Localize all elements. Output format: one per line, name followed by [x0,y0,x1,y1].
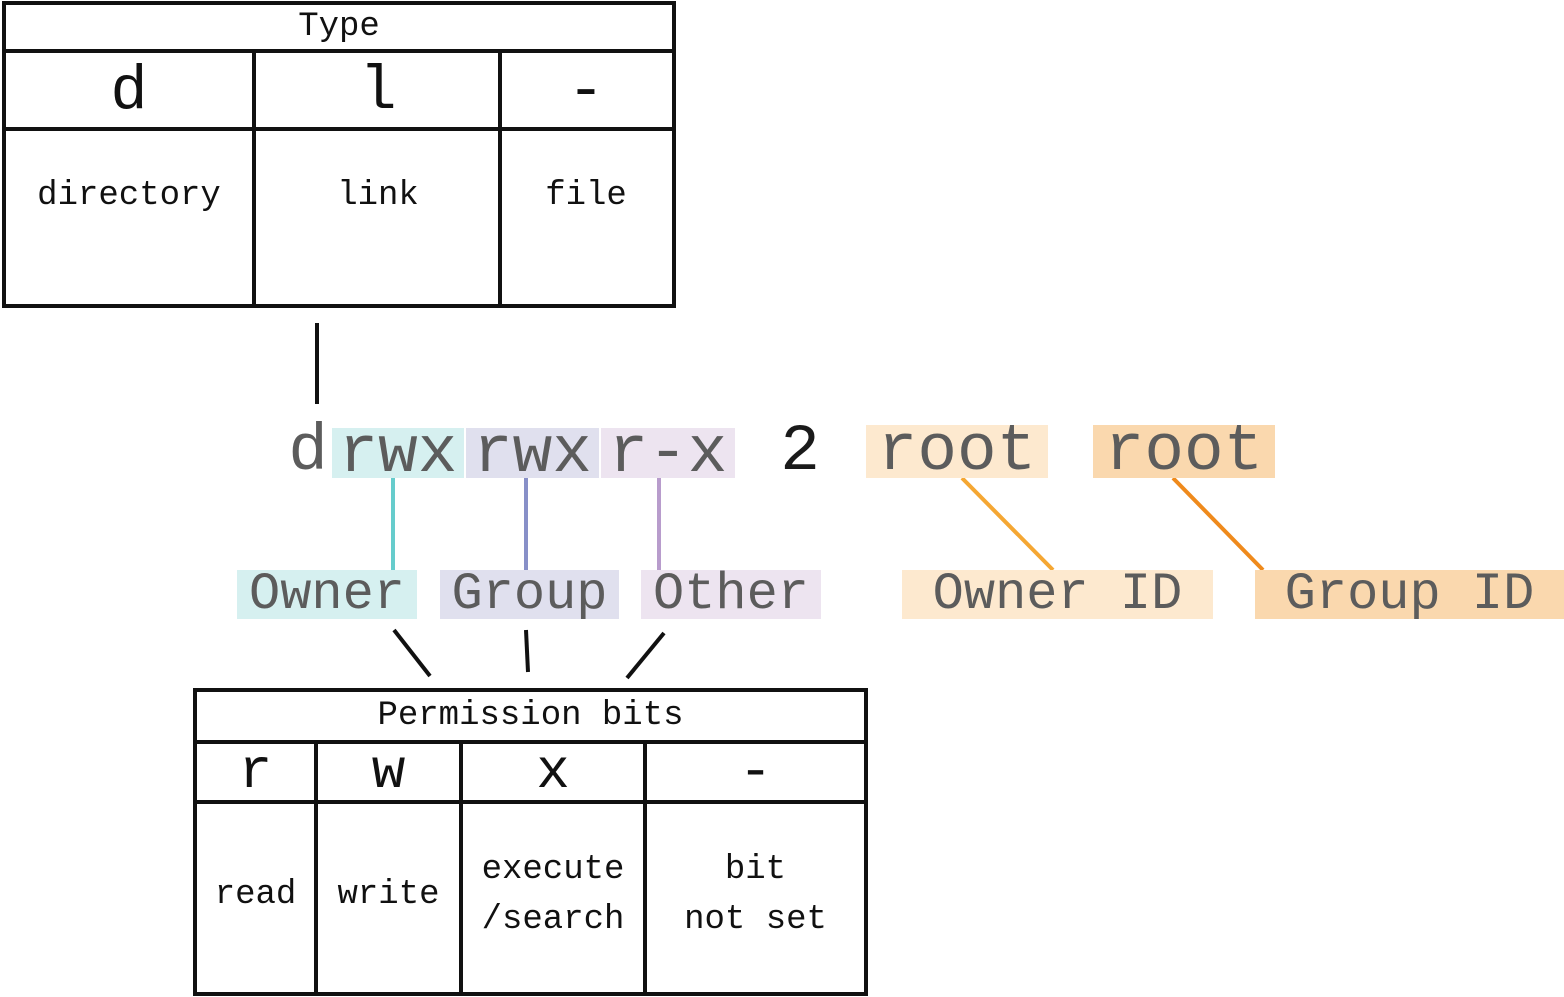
group-permissions: rwx [466,416,599,491]
type-meaning-file: file [545,177,627,215]
group-perm-connector [524,629,530,673]
perm-symbol-read: r [238,740,273,804]
perm-symbol-write: w [371,740,406,804]
perm-meaning-write: write [337,876,440,914]
perm-symbol-not-set: - [738,740,773,804]
divider [314,742,318,992]
perm-meaning-not-set: bit not set [684,851,827,939]
group-id-connector [1171,476,1265,572]
link-count: 2 [780,413,820,489]
divider [459,742,463,992]
group-name: root [1093,414,1275,489]
type-symbol-directory: d [110,55,148,127]
divider [6,127,672,131]
type-meaning-link: link [337,177,419,215]
group-id-label: Group ID [1255,565,1564,624]
perm-meaning-execute: execute /search [481,851,625,939]
owner-name: root [866,414,1048,489]
other-label: Other [641,565,821,624]
divider [197,740,864,744]
type-symbol-file: - [567,55,605,127]
type-symbol-link: l [359,55,397,127]
group-label: Group [440,565,619,624]
divider [252,51,256,304]
type-char: d [288,413,328,489]
perm-meaning-read: read [214,876,297,914]
divider [643,742,647,992]
type-table-title: Type [298,8,380,46]
owner-label: Owner [237,565,417,624]
divider [6,49,672,53]
owner-id-connector [960,476,1055,572]
type-meaning-directory: directory [37,177,221,215]
owner-permissions: rwx [332,416,464,491]
other-perm-connector [625,631,666,680]
other-permissions: r-x [601,416,735,491]
type-table: Type d l - directory link file [2,1,676,308]
owner-perm-connector [392,628,432,678]
permission-table: Permission bits r w x - read write execu… [193,688,868,996]
owner-id-label: Owner ID [902,565,1213,624]
permission-table-title: Permission bits [377,697,684,735]
divider [197,800,864,804]
divider [498,51,502,304]
perm-symbol-execute: x [536,740,570,804]
